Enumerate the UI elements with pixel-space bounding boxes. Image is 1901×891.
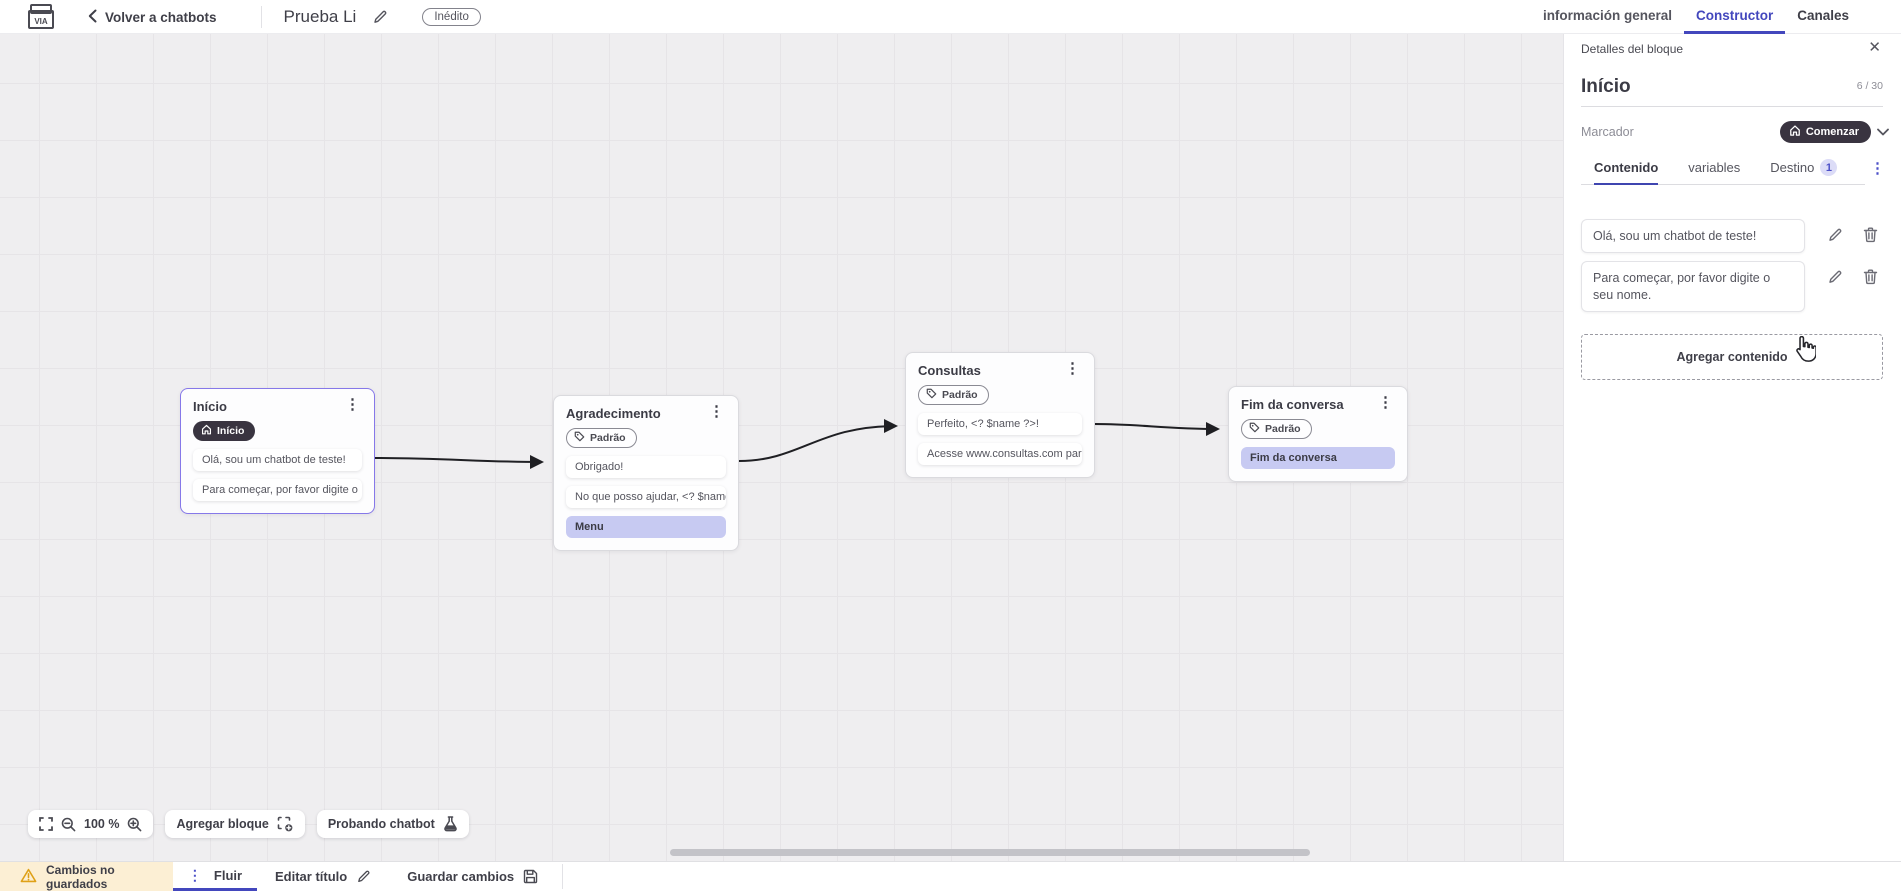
add-block-button[interactable]: Agregar bloque [165, 810, 305, 838]
svg-text:VIA: VIA [34, 17, 48, 26]
block-details-panel: Detalles del bloque ✕ Início 6 / 30 Marc… [1563, 34, 1901, 861]
content-row: Para começar, por favor digite o seu nom… [1581, 261, 1883, 312]
zoom-out-icon[interactable] [61, 817, 76, 832]
tab-constructor[interactable]: Constructor [1683, 0, 1786, 34]
test-chatbot-label: Probando chatbot [327, 817, 435, 831]
chatbot-title: Prueba Li [283, 7, 357, 26]
add-block-icon [277, 816, 294, 833]
zoom-controls: 100 % [28, 810, 154, 838]
unsaved-changes-warning: Cambios no guardados [0, 862, 173, 891]
flow-tab-label: Fluir [213, 867, 243, 883]
home-icon [201, 424, 212, 438]
node-message-card[interactable]: Perfeito, <? $name ?>! [918, 413, 1082, 435]
node-menu-icon[interactable]: ⋮ [1065, 360, 1080, 377]
node-type-badge: Padrão [566, 428, 637, 448]
bottom-bar: Cambios no guardados ⋮ Fluir Editar títu… [0, 861, 1901, 891]
node-message-card[interactable]: Olá, sou um chatbot de teste! [193, 449, 362, 471]
node-action-card[interactable]: Menu [566, 516, 726, 538]
add-block-label: Agregar bloque [176, 817, 269, 831]
close-icon[interactable]: ✕ [1868, 39, 1881, 56]
save-icon [523, 869, 538, 884]
panel-tabs-row: Contenido variables Destino 1 ⋮ [1581, 159, 1885, 185]
test-chatbot-button[interactable]: Probando chatbot [316, 810, 469, 838]
edge-consultas-fim [1094, 421, 1220, 436]
tab-informacion-general[interactable]: información general [1542, 8, 1672, 23]
bottombar-divider [562, 864, 564, 889]
marker-select[interactable]: Comenzar [1779, 121, 1871, 143]
flow-canvas[interactable]: Início ⋮ Início Olá, sou um chatbot de t… [0, 34, 1563, 861]
node-menu-icon[interactable]: ⋮ [709, 403, 724, 420]
flask-icon [443, 816, 458, 832]
edit-content-icon[interactable] [1827, 227, 1843, 243]
flow-tab-menu-icon[interactable]: ⋮ [187, 866, 202, 883]
home-icon [1789, 125, 1801, 139]
zoom-in-icon[interactable] [127, 817, 142, 832]
node-action-card[interactable]: Fim da conversa [1241, 447, 1395, 469]
horizontal-scrollbar[interactable] [670, 849, 1310, 856]
pencil-icon [356, 869, 371, 884]
destino-count-badge: 1 [1820, 159, 1838, 176]
node-title: Fim da conversa [1241, 397, 1344, 412]
save-changes-button[interactable]: Guardar cambios [407, 862, 538, 891]
block-name: Início [1581, 76, 1631, 97]
edge-agradecimento-consultas [738, 419, 898, 462]
node-type-badge: Início [193, 421, 256, 441]
node-message-card[interactable]: Obrigado! [566, 456, 726, 478]
tab-canales[interactable]: Canales [1797, 8, 1849, 23]
node-menu-icon[interactable]: ⋮ [1378, 394, 1393, 411]
fullscreen-icon[interactable] [39, 817, 53, 831]
tab-variables[interactable]: variables [1688, 160, 1741, 175]
edit-title-button[interactable]: Editar título [275, 862, 371, 891]
node-menu-icon[interactable]: ⋮ [345, 396, 360, 413]
chevron-down-icon[interactable] [1877, 128, 1889, 136]
node-agradecimento[interactable]: Agradecimento ⋮ Padrão Obrigado! No que … [553, 395, 739, 551]
node-title: Consultas [918, 363, 981, 378]
node-type-badge: Padrão [1241, 419, 1312, 439]
main-tabs: información general Constructor Canales [1531, 0, 1861, 34]
node-message-card[interactable]: Acesse www.consultas.com par... [918, 443, 1082, 465]
app-logo-icon: VIA [26, 4, 56, 30]
back-to-chatbots-button[interactable]: Volver a chatbots [88, 9, 217, 26]
marker-label: Marcador [1581, 125, 1634, 139]
top-bar: VIA Volver a chatbots Prueba Li Inédito … [0, 0, 1901, 34]
node-title: Início [193, 399, 227, 414]
panel-tabs-menu-icon[interactable]: ⋮ [1870, 160, 1885, 177]
node-message-card[interactable]: No que posso ajudar, <? $name ... [566, 486, 726, 508]
content-card[interactable]: Olá, sou um chatbot de teste! [1581, 219, 1805, 254]
back-label: Volver a chatbots [105, 9, 217, 25]
node-inicio[interactable]: Início ⋮ Início Olá, sou um chatbot de t… [180, 388, 375, 514]
tag-icon [574, 431, 585, 445]
node-fim-da-conversa[interactable]: Fim da conversa ⋮ Padrão Fim da conversa [1228, 386, 1408, 482]
topbar-divider [260, 6, 262, 28]
flow-tab[interactable]: ⋮ Fluir [173, 862, 257, 891]
content-card[interactable]: Para começar, por favor digite o seu nom… [1581, 261, 1805, 312]
delete-content-icon[interactable] [1863, 269, 1878, 285]
node-type-badge: Padrão [918, 385, 989, 405]
char-counter: 6 / 30 [1856, 80, 1883, 92]
canvas-toolbar: 100 % Agregar bloque Probando chatbot [0, 810, 469, 838]
chevron-left-icon [88, 9, 97, 26]
warning-icon [20, 868, 37, 886]
zoom-level: 100 % [84, 817, 120, 831]
tag-icon [926, 388, 937, 402]
node-title: Agradecimento [566, 406, 661, 421]
edge-inicio-agradecimento [374, 454, 544, 469]
panel-title: Detalles del bloque [1581, 42, 1684, 56]
tab-contenido[interactable]: Contenido [1594, 159, 1659, 185]
content-row: Olá, sou um chatbot de teste! [1581, 219, 1883, 254]
delete-content-icon[interactable] [1863, 227, 1878, 243]
block-name-field[interactable]: Início 6 / 30 [1581, 76, 1883, 107]
node-message-card[interactable]: Para começar, por favor digite o ... [193, 479, 362, 501]
status-badge: Inédito [422, 8, 481, 26]
edit-chatbot-title-icon[interactable] [372, 9, 388, 25]
marker-row: Marcador Comenzar [1581, 121, 1889, 143]
tag-icon [1249, 422, 1260, 436]
add-content-button[interactable]: Agregar contenido [1581, 333, 1883, 380]
tab-destino[interactable]: Destino 1 [1770, 159, 1838, 185]
content-list: Olá, sou um chatbot de teste! Para começ… [1581, 219, 1883, 312]
top-bar-left: VIA Volver a chatbots Prueba Li Inédito [0, 0, 481, 34]
node-consultas[interactable]: Consultas ⋮ Padrão Perfeito, <? $name ?>… [905, 352, 1095, 478]
edit-content-icon[interactable] [1827, 269, 1843, 285]
